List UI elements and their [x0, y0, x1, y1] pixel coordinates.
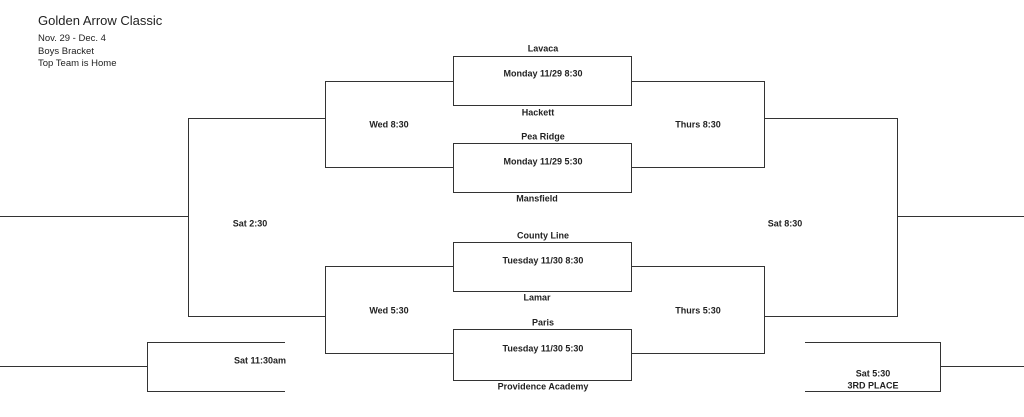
- game-time: Wed 8:30: [369, 119, 409, 130]
- game-time: Thurs 8:30: [675, 119, 721, 130]
- right-semi-lower-bracket: [631, 266, 765, 354]
- game-box-1: [453, 56, 632, 106]
- team-label: Mansfield: [516, 193, 558, 204]
- right-final-bracket: [764, 118, 898, 317]
- right-semi-upper-bracket: [631, 81, 765, 168]
- left-extra-bracket: [147, 342, 285, 392]
- team-label: Lavaca: [527, 43, 559, 54]
- bracket-division: Boys Bracket: [38, 46, 94, 57]
- game-time: Tuesday 11/30 5:30: [502, 343, 584, 354]
- game-time: Sat 11:30am: [234, 355, 287, 366]
- left-final-bracket: [188, 118, 326, 317]
- game-time: Monday 11/29 5:30: [503, 156, 583, 167]
- team-label: Hackett: [521, 107, 555, 118]
- team-label: County Line: [517, 230, 569, 241]
- game-time: Sat 2:30: [232, 218, 268, 229]
- tournament-dates: Nov. 29 - Dec. 4: [38, 33, 106, 44]
- team-label: Pea Ridge: [521, 131, 565, 142]
- game-box-2: [453, 143, 632, 193]
- game-box-4: [453, 329, 632, 381]
- game-time: Sat 5:30: [855, 368, 891, 379]
- game-time: Wed 5:30: [369, 305, 409, 316]
- game-time: Tuesday 11/30 8:30: [502, 255, 584, 266]
- game-time: Sat 8:30: [767, 218, 803, 229]
- team-label: Providence Academy: [497, 381, 589, 392]
- third-place-label: 3RD PLACE: [847, 380, 899, 391]
- left-semi-lower-bracket: [325, 266, 454, 354]
- game-time: Thurs 5:30: [675, 305, 721, 316]
- team-label: Paris: [531, 317, 555, 328]
- home-team-note: Top Team is Home: [38, 58, 117, 69]
- left-semi-upper-bracket: [325, 81, 454, 168]
- bracket-title: Golden Arrow Classic: [38, 13, 163, 28]
- game-time: Monday 11/29 8:30: [503, 68, 583, 79]
- game-box-3: [453, 242, 632, 292]
- team-label: Lamar: [523, 292, 551, 303]
